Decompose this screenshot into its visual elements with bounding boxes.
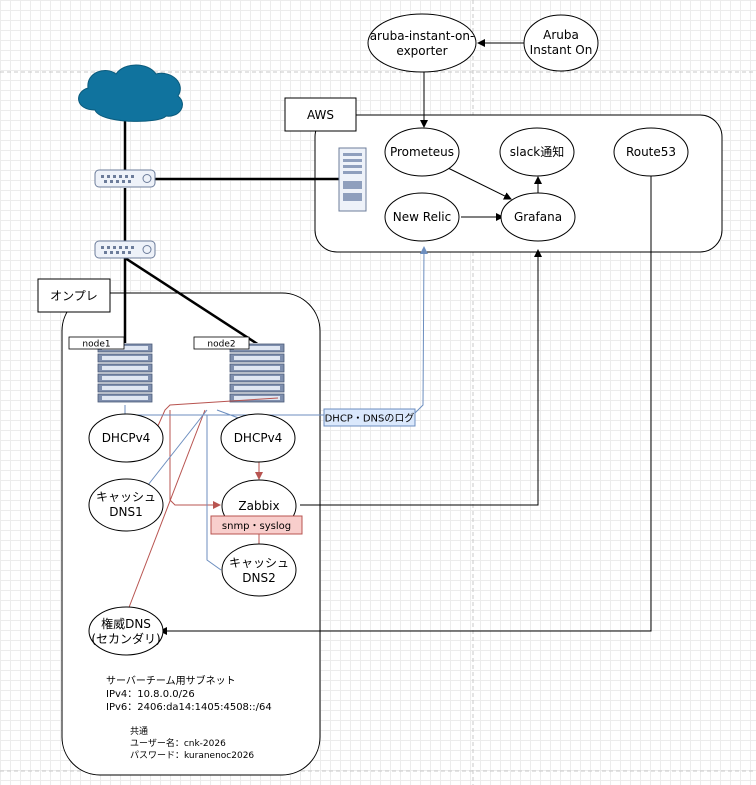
- dhcpv4-node-1: [88, 413, 164, 463]
- aws-label-box: [284, 97, 357, 132]
- aruba-label-line2: Instant On: [530, 43, 593, 57]
- node1-server-icon: [97, 343, 153, 405]
- cache-dns1-node: [88, 478, 164, 532]
- dhcpv4-1-label: DHCPv4: [102, 431, 151, 445]
- internet-cloud-icon: [78, 64, 183, 122]
- snmp-syslog-tag: [210, 515, 303, 535]
- subnet-title: サーバーチーム用サブネット: [106, 674, 236, 687]
- dhcp-dns-log-tag: [323, 408, 416, 427]
- cache-dns2-label-line1: キャッシュ: [229, 556, 289, 570]
- route53-label: Route53: [626, 145, 676, 159]
- dhcpv4-2-label: DHCPv4: [234, 431, 283, 445]
- onprem-label-box: [37, 278, 111, 313]
- grafana-node: [500, 192, 576, 242]
- cache-dns2-label-line2: DNS2: [242, 571, 275, 585]
- aruba-instant-on-exporter-node: [367, 13, 477, 73]
- dhcp-dns-log-tag-label: DHCP・DNSのログ: [325, 412, 415, 425]
- new-relic-node: [384, 192, 460, 242]
- common-username: ユーザー名：cnk-2026: [130, 737, 226, 749]
- node2-server-icon: [229, 343, 285, 405]
- common-password: パスワード：kuranenoc2026: [130, 750, 254, 761]
- prometheus-node: [384, 127, 460, 177]
- common-heading: 共通: [130, 726, 148, 737]
- aws-arrows: [159, 39, 652, 635]
- node2-label: node2: [207, 340, 235, 350]
- prometheus-label: Prometeus: [390, 145, 454, 159]
- route53-node: [613, 127, 689, 177]
- authoritative-dns-node: [88, 606, 164, 656]
- slack-label: slack通知: [510, 145, 565, 159]
- aws-label: AWS: [307, 108, 334, 122]
- authoritative-dns-label-line1: 権威DNS: [101, 616, 151, 631]
- grafana-label: Grafana: [514, 210, 562, 224]
- slack-notification-node: [499, 127, 575, 177]
- new-relic-label: New Relic: [393, 210, 451, 224]
- cache-dns1-label-line2: DNS1: [109, 505, 142, 519]
- aws-server-icon: [338, 147, 367, 212]
- cache-dns1-label-line1: キャッシュ: [96, 490, 156, 504]
- subnet-ipv6: IPv6：2406:da14:1405:4508::/64: [106, 702, 272, 713]
- aruba-label-line1: Aruba: [543, 28, 579, 42]
- node1-label-box: [68, 336, 125, 350]
- exporter-label-line1: aruba-instant-on-: [370, 29, 475, 43]
- onprem-label: オンプレ: [50, 289, 98, 303]
- switch-icon: [94, 240, 156, 259]
- subnet-ipv4: IPv4：10.8.0.0/26: [106, 689, 195, 700]
- snmp-syslog-tag-label: snmp・syslog: [222, 521, 291, 532]
- node1-label: node1: [82, 340, 110, 350]
- router-icon: [94, 169, 156, 188]
- dhcpv4-node-2: [220, 413, 296, 463]
- authoritative-dns-label-line2: (セカンダリ): [91, 631, 160, 646]
- zabbix-label: Zabbix: [238, 499, 279, 513]
- aruba-instant-on-node: [523, 14, 599, 72]
- exporter-label-line2: exporter: [396, 44, 447, 58]
- network-links: [123, 120, 340, 347]
- node2-label-box: [193, 336, 250, 350]
- cache-dns2-node: [221, 543, 297, 597]
